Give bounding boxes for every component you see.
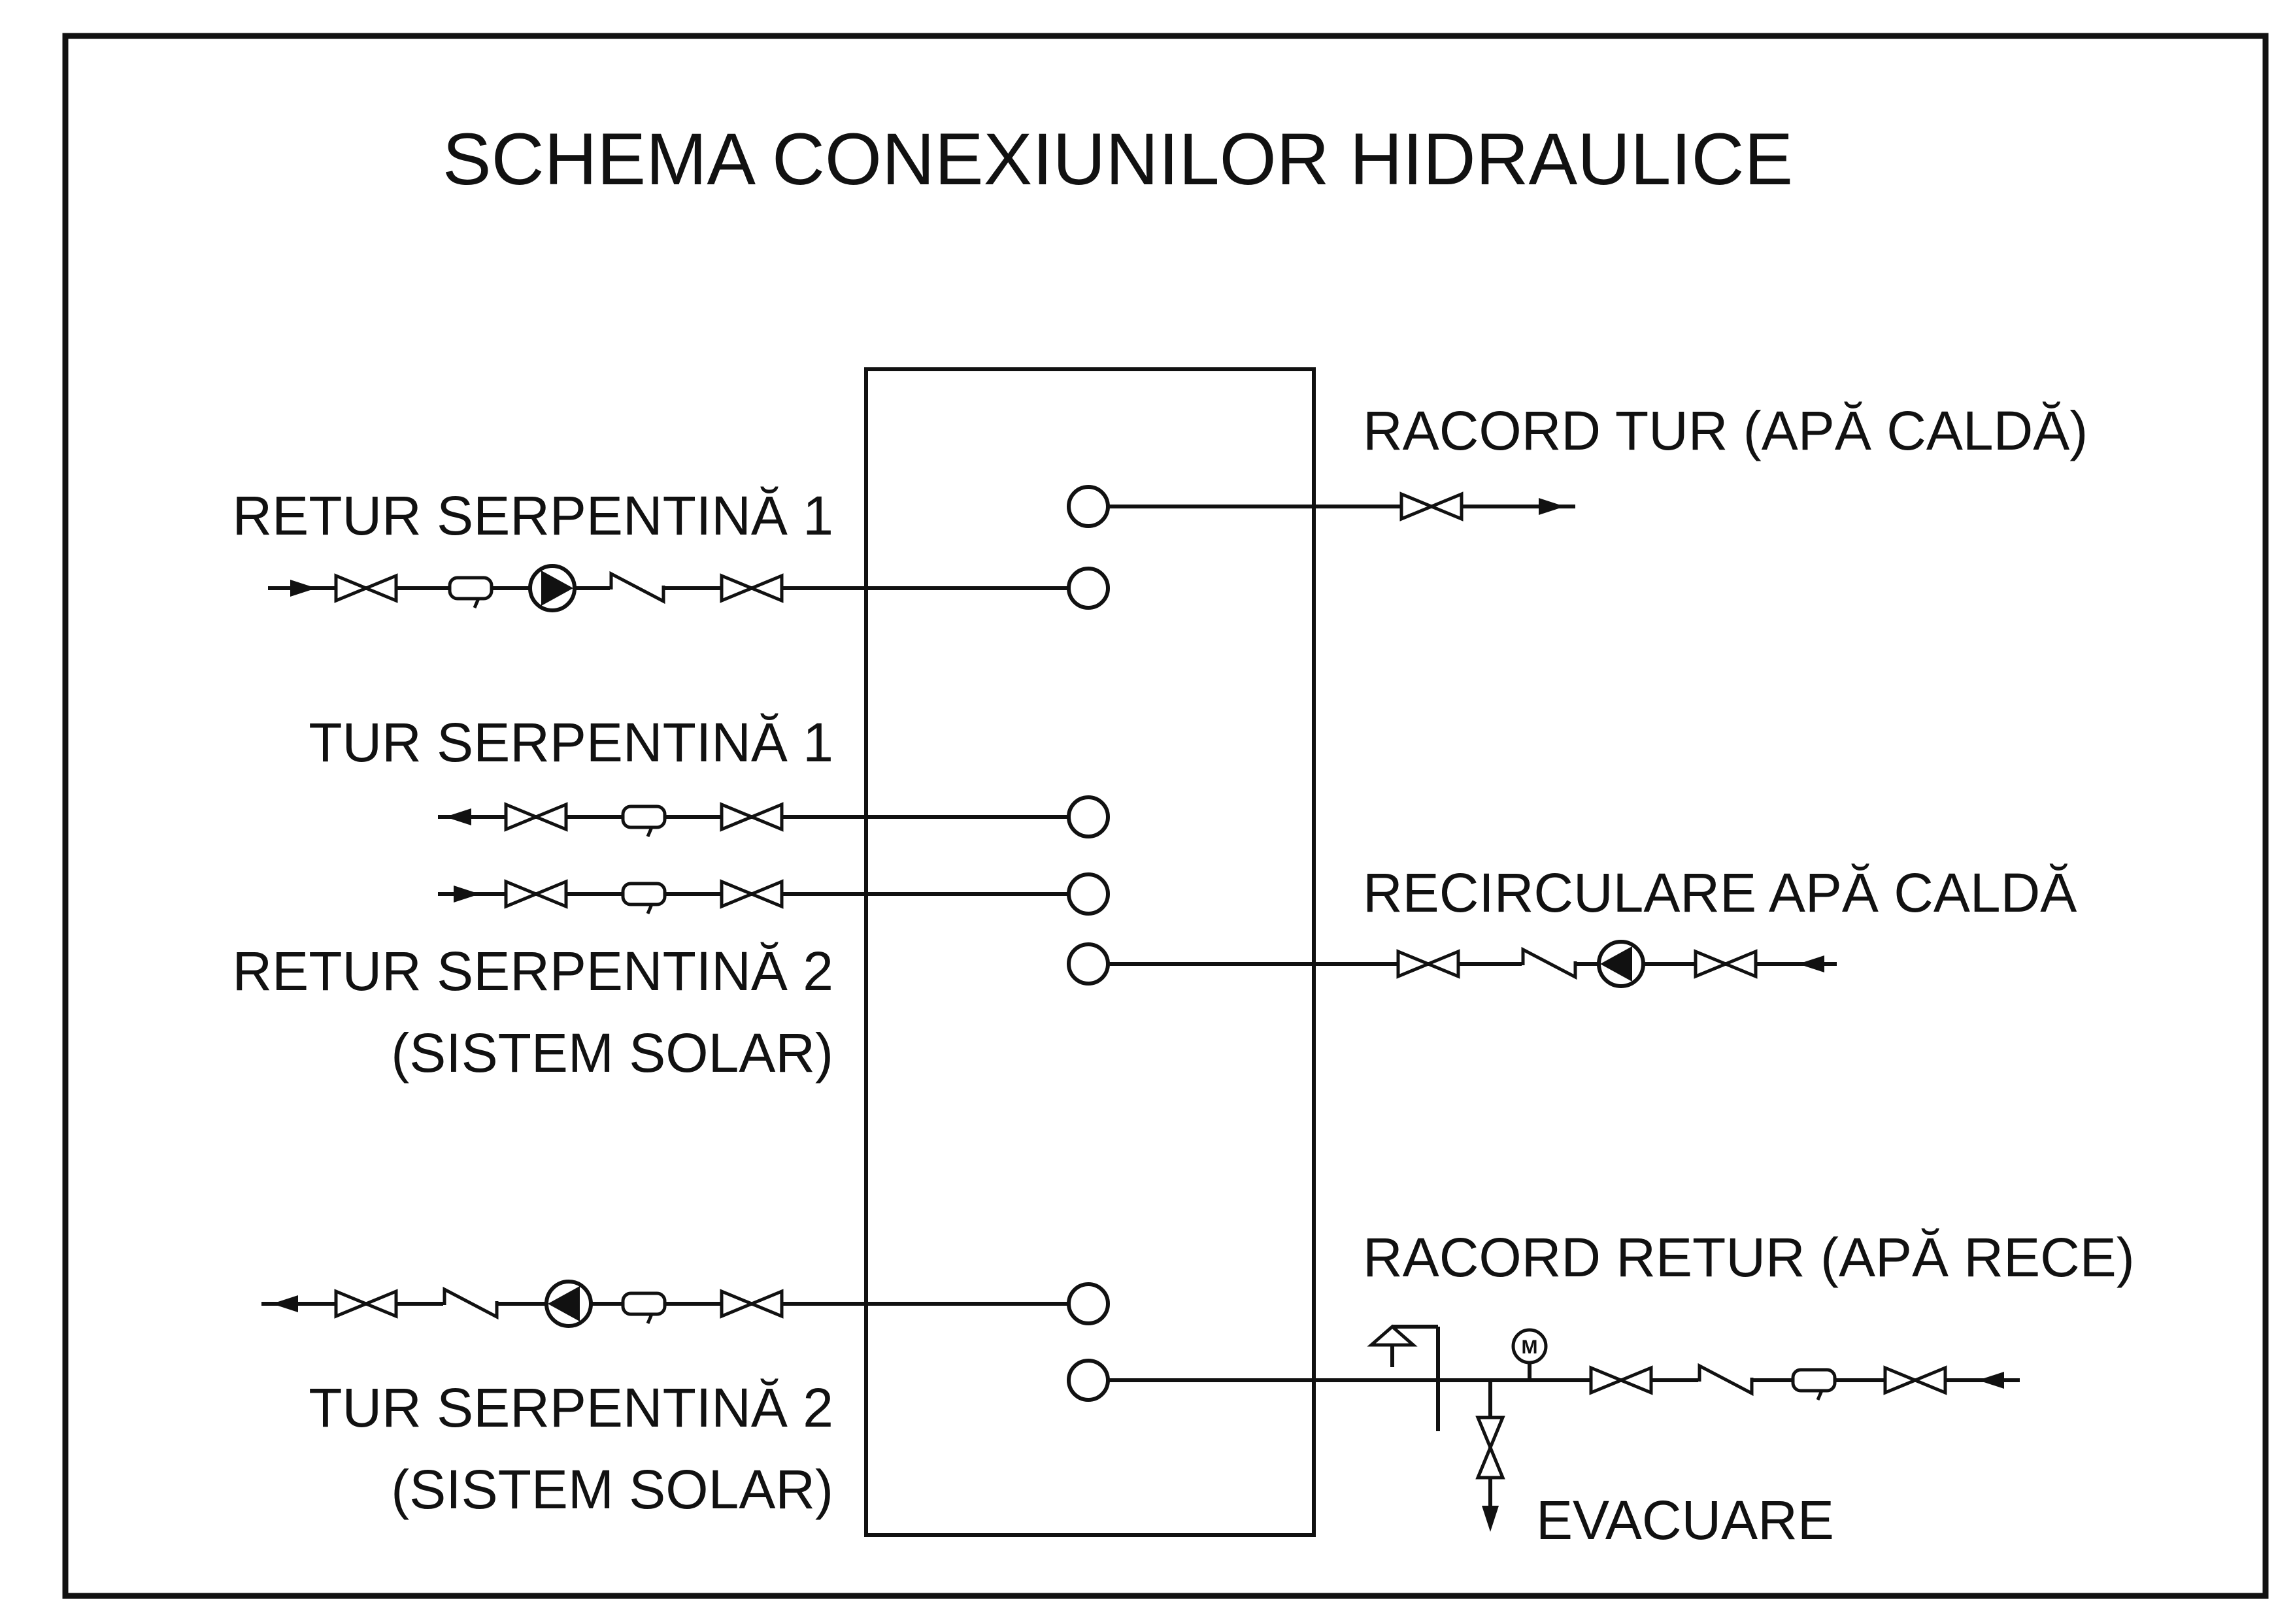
label-tur-serpentina-1: TUR SERPENTINĂ 1 <box>309 712 833 773</box>
meter-symbol <box>1511 1328 1548 1365</box>
check-valve-symbol <box>1521 946 1577 980</box>
pump-symbol <box>1597 940 1645 988</box>
flow-arrow <box>454 886 480 903</box>
tank-body <box>864 367 1316 1537</box>
valve-symbol <box>1694 949 1758 979</box>
check-valve-symbol <box>443 1286 499 1320</box>
outer-frame <box>62 33 2269 1599</box>
tank-connection-port <box>1067 567 1110 610</box>
valve-symbol <box>1396 949 1460 979</box>
label-evacuare: EVACUARE <box>1536 1489 1834 1551</box>
flow-arrow <box>1798 955 1824 972</box>
valve-symbol <box>720 802 784 832</box>
label-tur-serpentina-2: TUR SERPENTINĂ 2 <box>309 1377 833 1438</box>
filter-symbol <box>621 804 667 837</box>
flow-arrow <box>445 808 471 825</box>
valve-symbol <box>1399 491 1464 522</box>
tank-connection-port <box>1067 795 1110 838</box>
valve-symbol <box>1589 1365 1653 1395</box>
filter-symbol <box>621 1291 667 1324</box>
check-valve-symbol <box>1698 1363 1754 1397</box>
meter-label: M <box>1522 1336 1538 1358</box>
drain-arrow <box>1482 1506 1499 1532</box>
label-recirculare: RECIRCULARE APĂ CALDĂ <box>1363 862 2077 923</box>
valve-symbol <box>720 879 784 909</box>
label-retur-serpentina-2-sub: (SISTEM SOLAR) <box>391 1022 833 1084</box>
check-valve-symbol <box>609 571 665 605</box>
tank-connection-port <box>1067 485 1110 528</box>
valve-symbol <box>720 1289 784 1319</box>
label-racord-retur: RACORD RETUR (APĂ RECE) <box>1363 1227 2135 1288</box>
diagram-title: SCHEMA CONEXIUNILOR HIDRAULICE <box>443 118 1793 200</box>
label-tur-serpentina-2-sub: (SISTEM SOLAR) <box>391 1459 833 1520</box>
flow-arrow <box>272 1295 298 1312</box>
safety-valve-symbol <box>1367 1324 1418 1347</box>
valve-symbol <box>1883 1365 1947 1395</box>
valve-symbol <box>334 573 398 603</box>
label-racord-tur: RACORD TUR (APĂ CALDĂ) <box>1363 400 2088 461</box>
tank-connection-port <box>1067 1359 1110 1402</box>
tank-connection-port <box>1067 872 1110 916</box>
flow-arrow <box>1539 498 1565 515</box>
valve-symbol <box>720 573 784 603</box>
label-retur-serpentina-2: RETUR SERPENTINĂ 2 <box>233 940 834 1002</box>
valve-symbol <box>504 802 568 832</box>
valve-symbol <box>504 879 568 909</box>
flow-arrow <box>1978 1372 2004 1389</box>
pump-symbol <box>528 564 577 612</box>
pump-symbol <box>544 1280 593 1328</box>
pipe-network: M <box>261 485 2020 1532</box>
filter-symbol <box>1791 1368 1837 1400</box>
valve-symbol <box>334 1289 398 1319</box>
label-retur-serpentina-1: RETUR SERPENTINĂ 1 <box>233 485 834 546</box>
tank-connection-port <box>1067 1282 1110 1325</box>
filter-symbol <box>621 882 667 914</box>
flow-arrow <box>290 580 316 597</box>
drain-valve-symbol <box>1475 1416 1505 1480</box>
filter-symbol <box>448 576 494 608</box>
tank-connection-port <box>1067 942 1110 986</box>
